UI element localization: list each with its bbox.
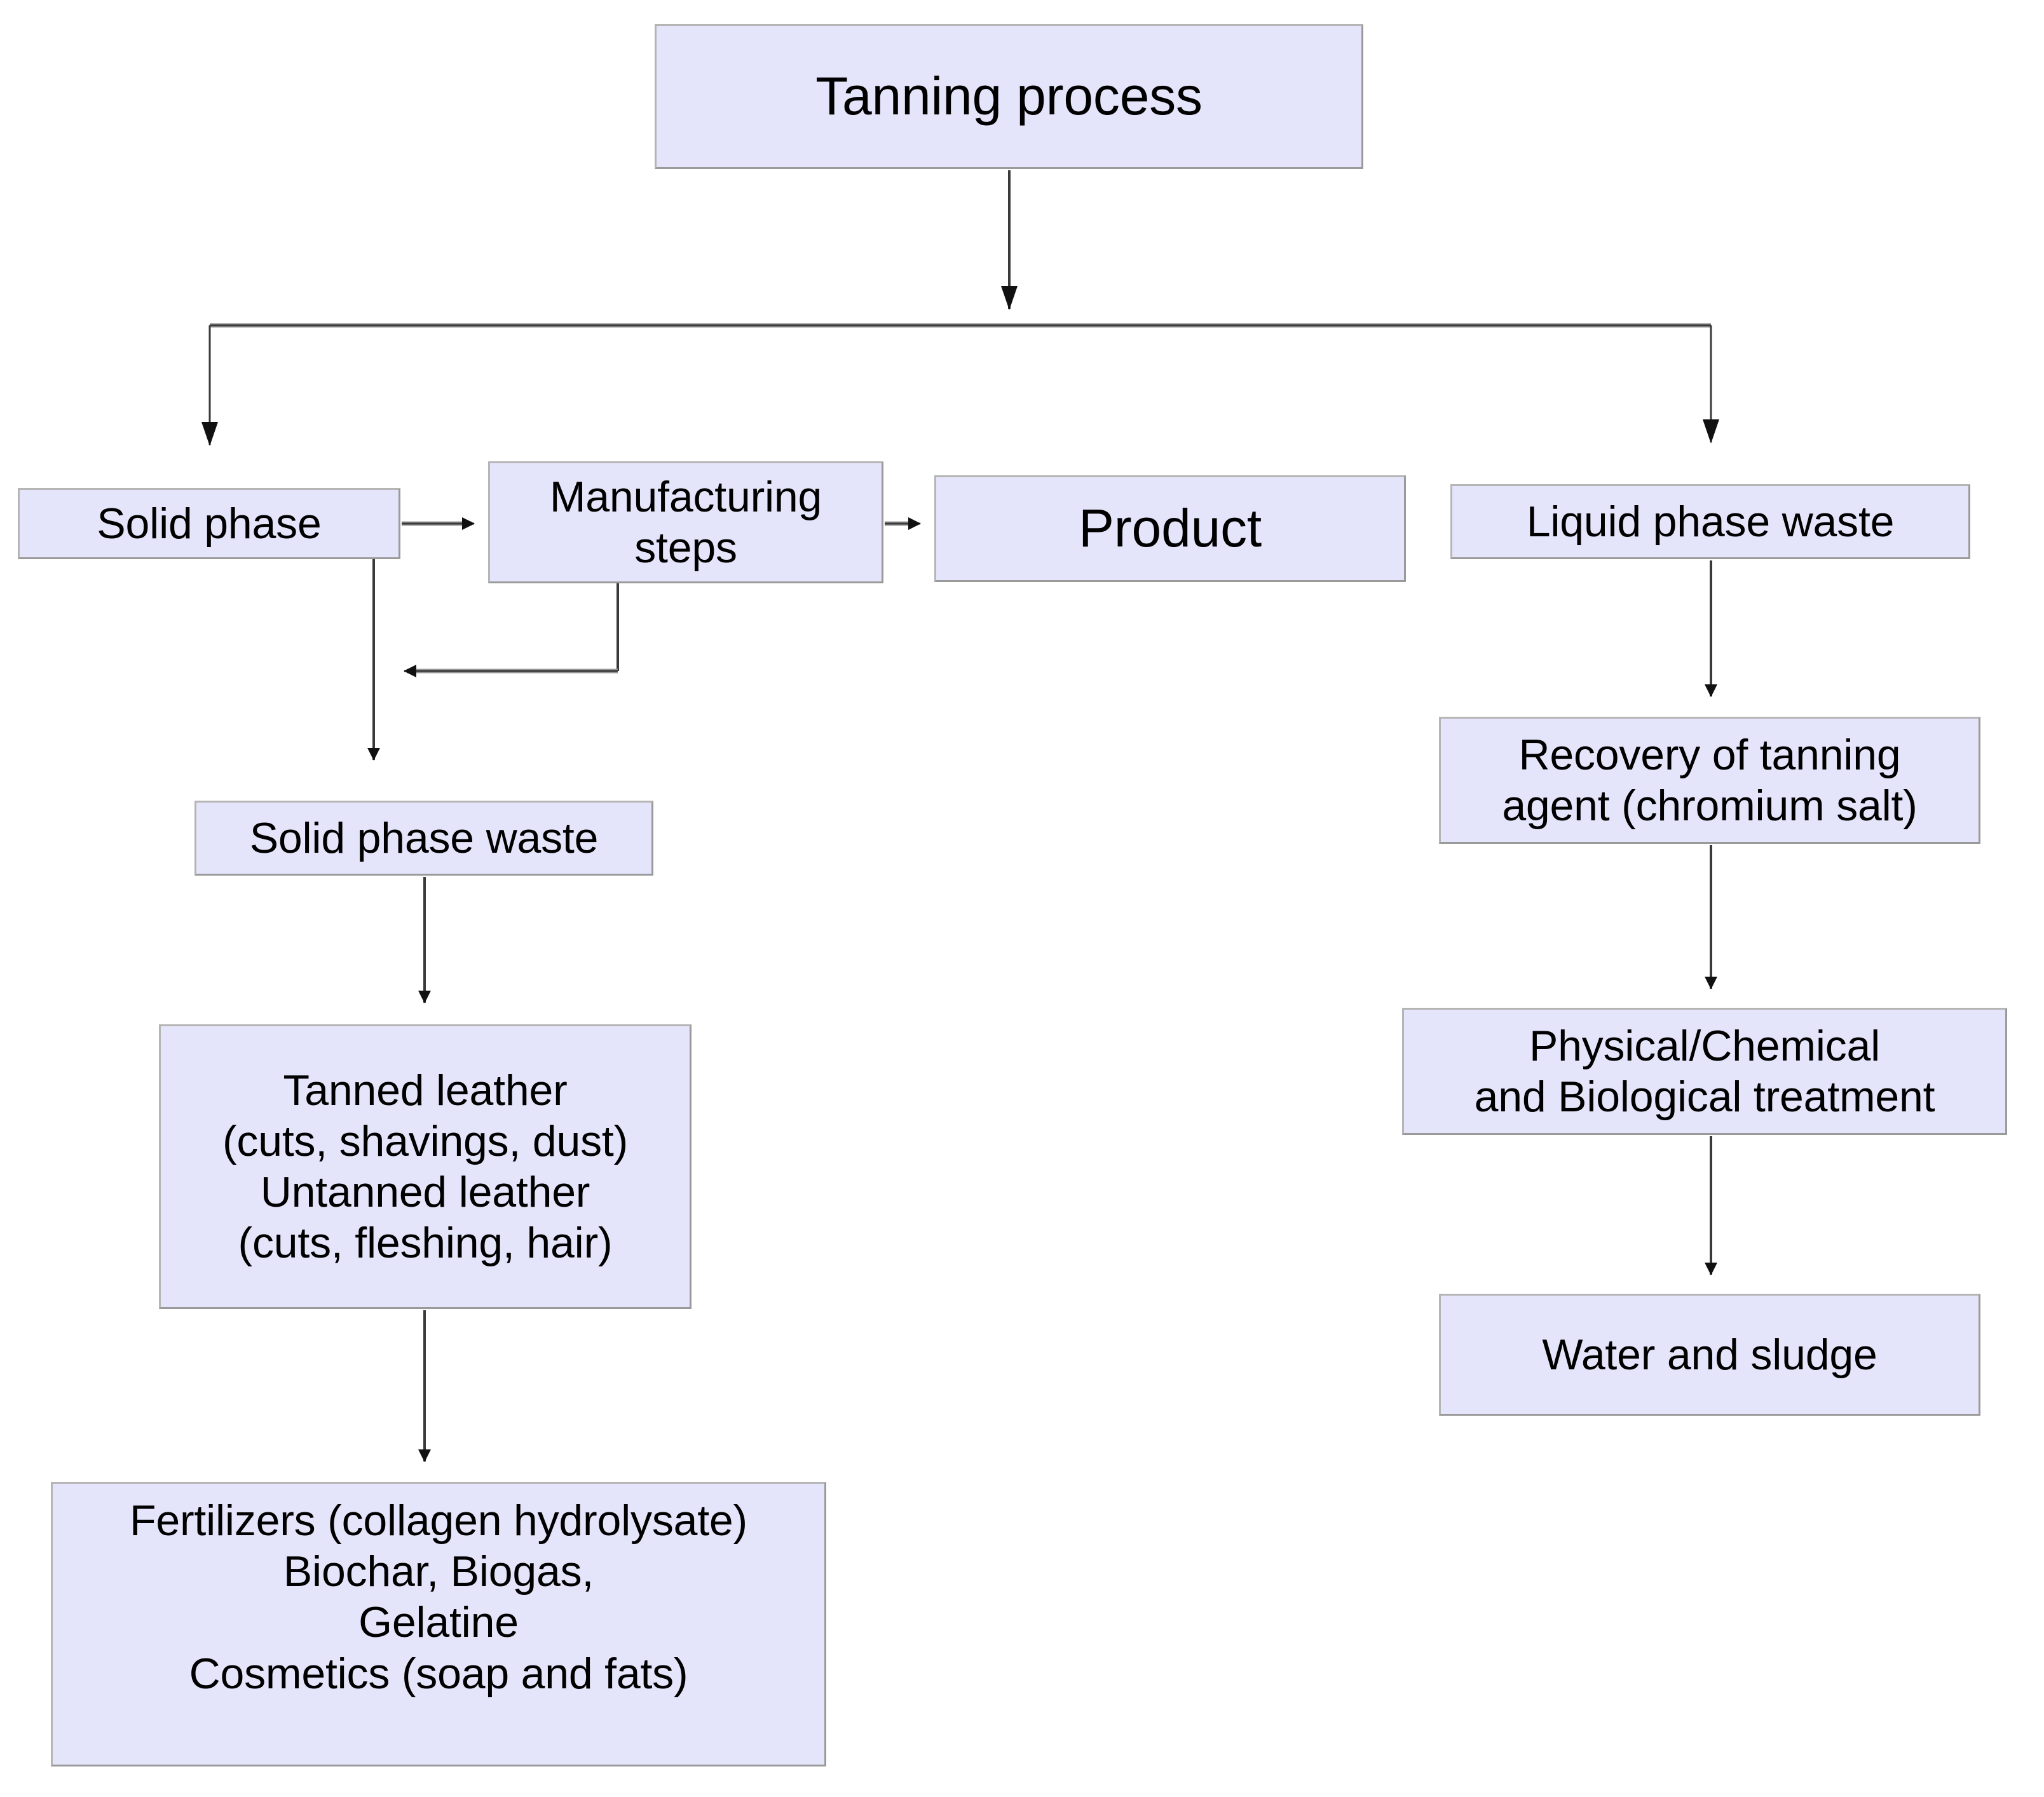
node-manufacturing-steps[interactable]: Manufacturing steps: [488, 461, 883, 583]
node-physical-chemical-biological-treatment[interactable]: Physical/Chemical and Biological treatme…: [1402, 1008, 2007, 1135]
node-solid-phase[interactable]: Solid phase: [18, 488, 400, 559]
node-water-and-sludge[interactable]: Water and sludge: [1439, 1294, 1980, 1416]
node-liquid-phase-waste[interactable]: Liquid phase waste: [1450, 484, 1970, 559]
node-solid-phase-waste[interactable]: Solid phase waste: [194, 801, 653, 876]
node-tanning-process[interactable]: Tanning process: [655, 24, 1363, 169]
node-valorisation-products[interactable]: Fertilizers (collagen hydrolysate) Bioch…: [51, 1482, 826, 1766]
node-recovery-of-tanning-agent[interactable]: Recovery of tanning agent (chromium salt…: [1439, 717, 1980, 844]
node-product[interactable]: Product: [934, 475, 1406, 582]
node-tanned-leather[interactable]: Tanned leather (cuts, shavings, dust) Un…: [159, 1024, 692, 1309]
